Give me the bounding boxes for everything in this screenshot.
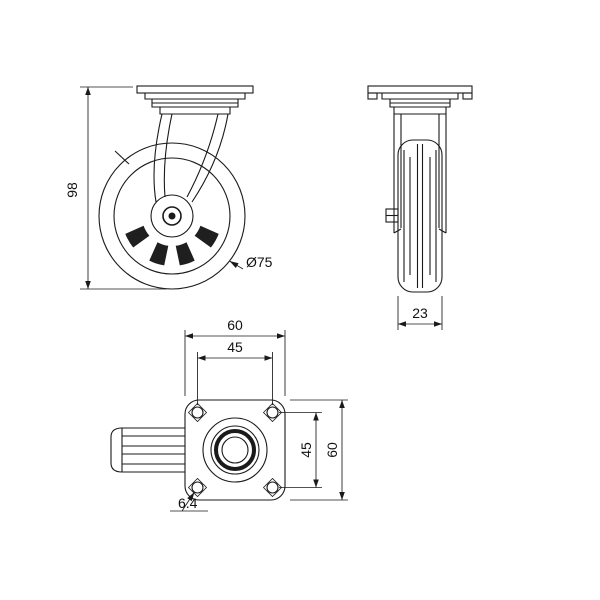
dim-wheel-diameter: Ø75 — [229, 254, 273, 270]
dim-hole-spacing-v-label: 45 — [298, 442, 314, 458]
dim-wheel-width-label: 23 — [412, 305, 428, 321]
bolt-hole — [266, 406, 279, 419]
side-wheel — [385, 139, 443, 293]
tread-tick — [114, 150, 130, 165]
dim-wheel-diameter-label: Ø75 — [246, 254, 273, 270]
side-view: 23 — [367, 85, 473, 330]
front-wheel — [98, 142, 246, 290]
dim-hole-spacing-v: 45 — [279, 412, 322, 488]
bolt-hole — [266, 481, 279, 494]
front-swivel-tier2 — [144, 93, 246, 100]
plate-flange-left — [367, 92, 378, 100]
bolt-hole — [191, 481, 204, 494]
dim-hole-spacing-h-label: 45 — [227, 339, 243, 355]
plate-flange-right — [462, 92, 473, 100]
spoke-window — [125, 225, 150, 248]
front-fork — [153, 113, 229, 203]
dim-plate-width: 60 — [184, 317, 286, 396]
swivel-bearing — [202, 417, 268, 483]
side-fork-crown — [393, 107, 447, 115]
bolt-hole — [191, 406, 204, 419]
mounting-plate — [184, 399, 286, 501]
dim-bolt-hole-label: 6.4 — [178, 495, 198, 511]
spoke-window — [149, 242, 169, 266]
spoke-window — [175, 242, 195, 266]
side-wheel-outline — [397, 139, 443, 293]
top-wheel — [110, 427, 185, 473]
side-top-plate — [367, 85, 473, 94]
spoke-window — [194, 225, 219, 248]
wheel-hub — [150, 194, 194, 238]
dim-hole-spacing-h: 45 — [197, 339, 273, 405]
front-fork-crown — [159, 107, 231, 115]
dim-plate-height-label: 60 — [324, 442, 340, 458]
front-view: 98 Ø75 — [64, 85, 273, 290]
axle-hole — [168, 212, 176, 220]
dim-plate-height: 60 — [290, 399, 348, 501]
front-top-plate — [136, 85, 254, 94]
dim-height: 98 — [64, 86, 166, 290]
dim-height-label: 98 — [64, 182, 80, 198]
dim-plate-width-label: 60 — [227, 317, 243, 333]
wheel-tread-circle — [113, 157, 231, 275]
side-swivel-tier2 — [381, 93, 459, 100]
dim-bolt-hole: 6.4 — [170, 491, 208, 512]
axle-cap — [162, 206, 182, 226]
wheel-outer-circle — [98, 142, 246, 290]
side-fork — [393, 114, 447, 234]
dim-wheel-width: 23 — [397, 296, 443, 330]
top-view: 60 45 45 60 — [110, 317, 348, 512]
